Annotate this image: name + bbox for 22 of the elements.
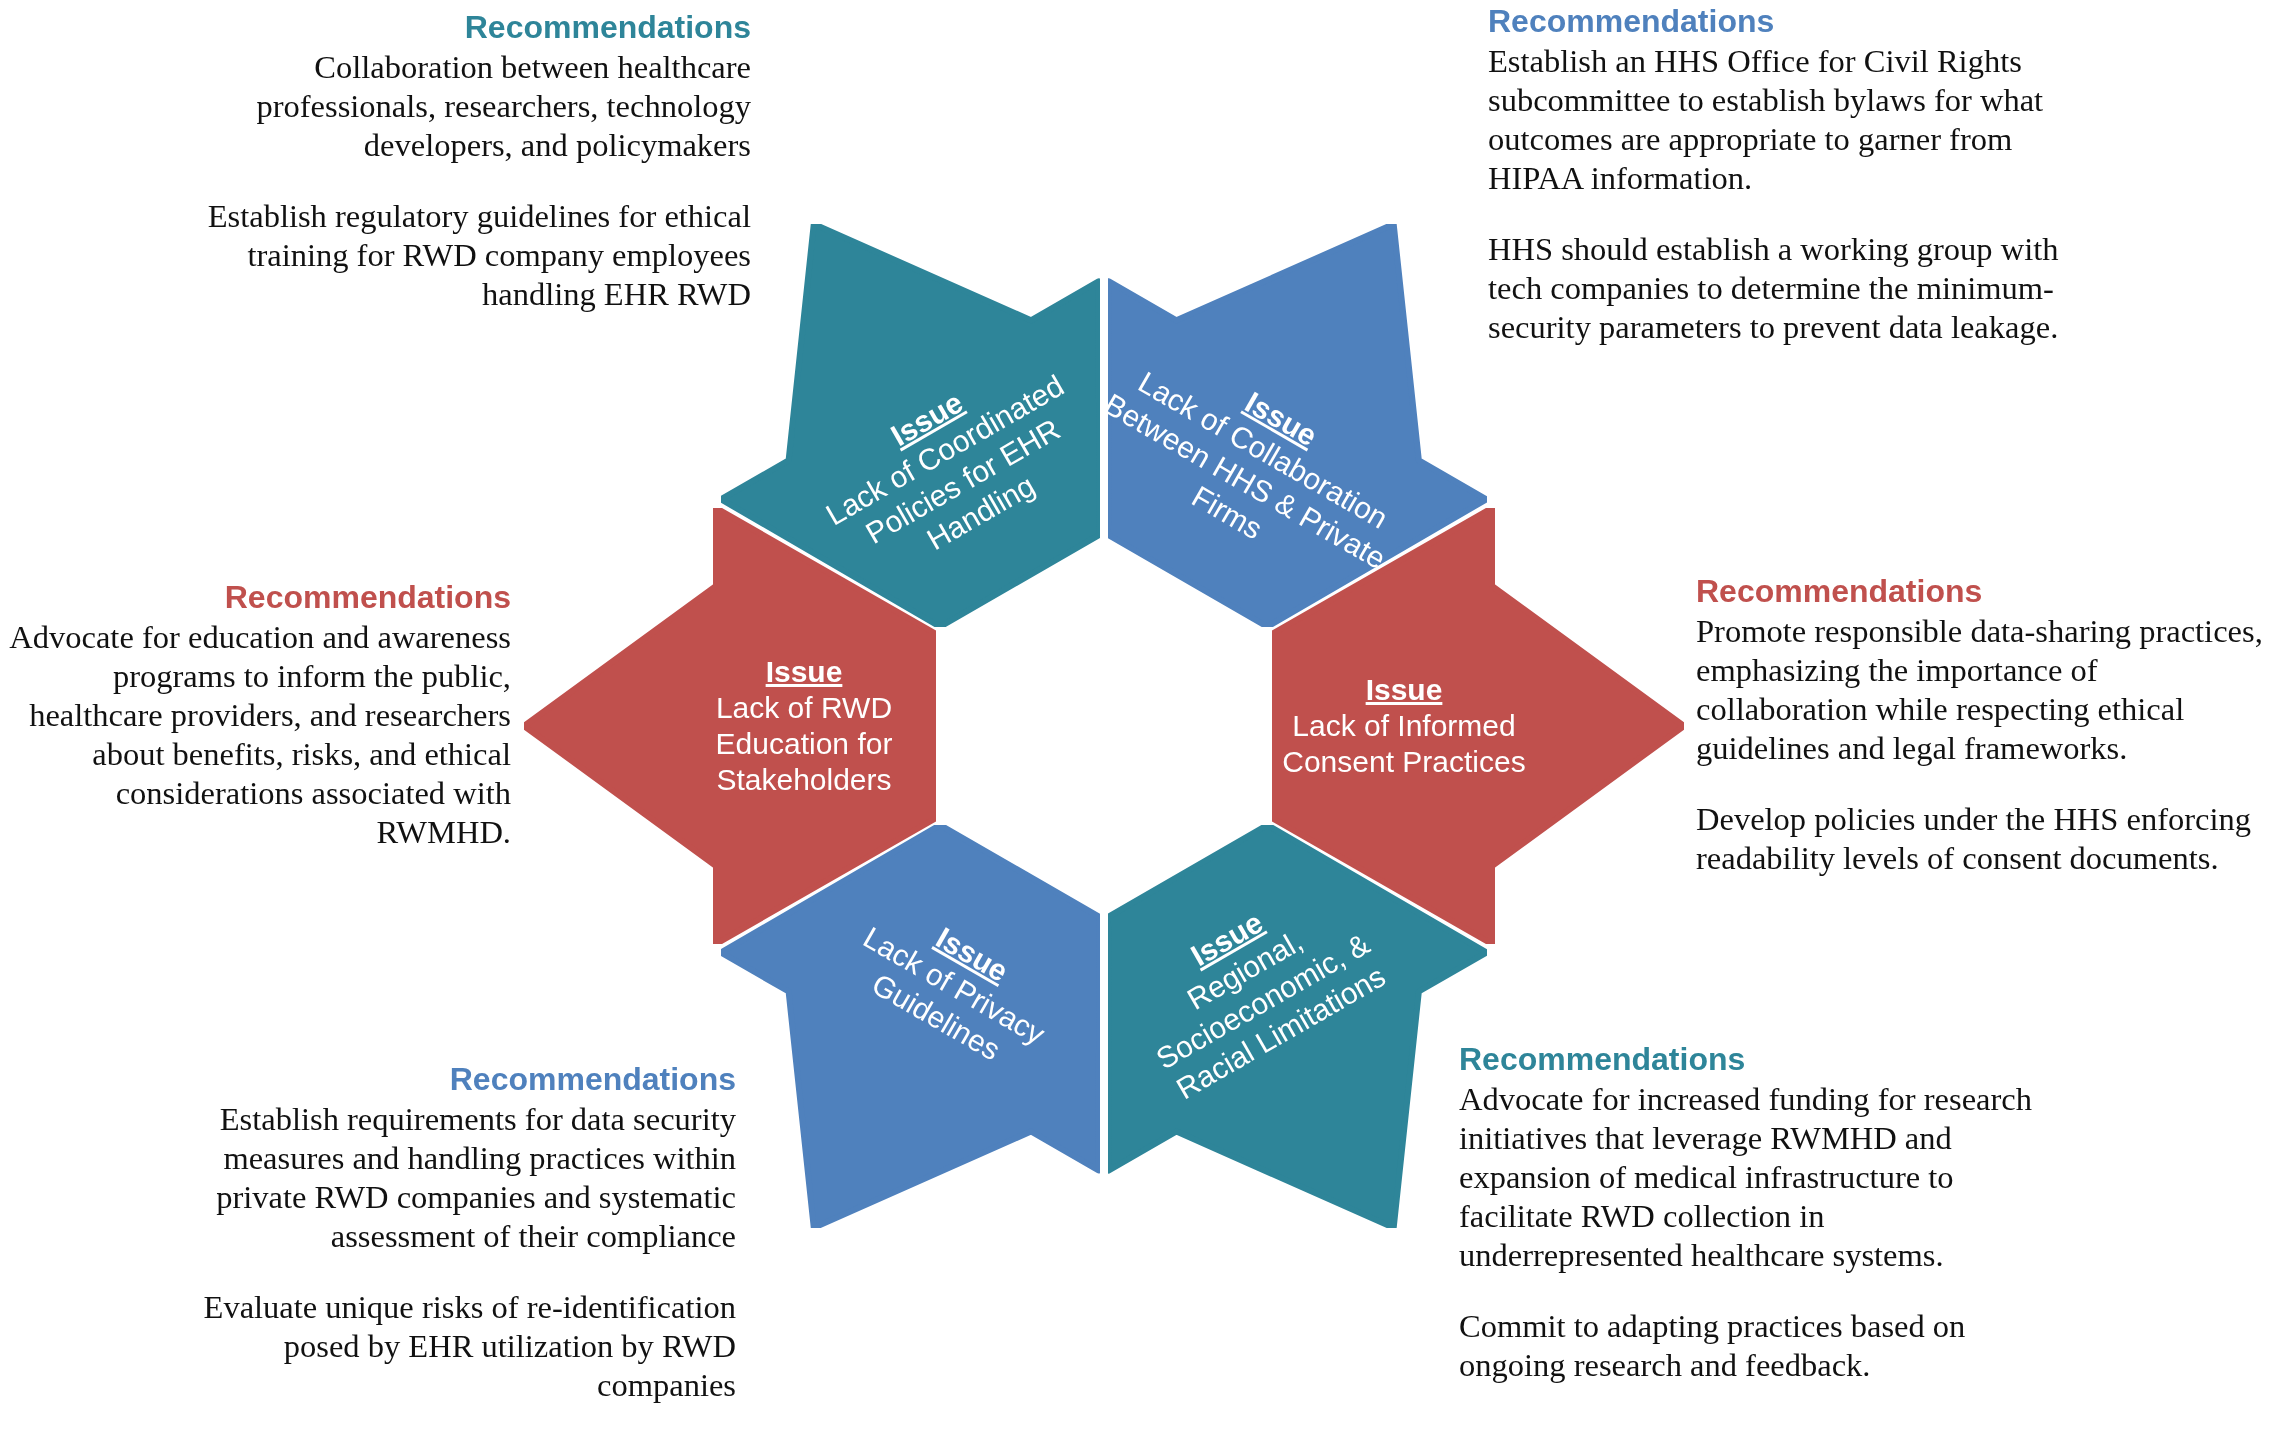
recommendation-text: Establish requirements for data security measures and handling practices within private RWD companies and systematic assessment of their compliance xyxy=(215,1100,736,1257)
recommendation-text: Evaluate unique risks of re-identification posed by EHR utilization by RWD companies xyxy=(202,1288,736,1406)
recommendations-heading: Recommendations xyxy=(1488,2,1775,41)
recommendations-heading: Recommendations xyxy=(464,8,751,47)
recommendations-heading: Recommendations xyxy=(449,1060,736,1099)
recommendations-heading: Recommendations xyxy=(1696,572,1983,611)
recommendation-text: Establish regulatory guidelines for ethical training for RWD company employees handling EHR RWD xyxy=(206,197,751,315)
issue-title: Lack of Informed Consent Practices xyxy=(1281,708,1527,780)
recommendation-text: Commit to adapting practices based on ongoing research and feedback. xyxy=(1459,1307,1967,1386)
recommendation-text: Advocate for education and awareness programs to inform the public, healthcare providers, and researchers about benefits, risks, and ethical considerations associated with RWMHD. xyxy=(8,618,511,853)
issue-shape xyxy=(1108,223,1487,627)
recommendation-text: Develop policies under the HHS enforcing readability levels of consent documents. xyxy=(1696,800,2253,879)
recommendation-text: HHS should establish a working group with tech companies to determine the minimum-security parameters to prevent data leakage. xyxy=(1488,230,2060,348)
issue-title: Lack of RWD Education for Stakeholders xyxy=(714,690,894,798)
recommendation-text: Establish an HHS Office for Civil Rights subcommittee to establish bylaws for what outcomes are appropriate to garner from HIPAA information. xyxy=(1488,42,2045,199)
recommendation-text: Collaboration between healthcare professionals, researchers, technology developers, and policymakers xyxy=(255,48,751,166)
issue-heading: Issue xyxy=(765,654,843,690)
recommendations-heading: Recommendations xyxy=(224,578,511,617)
recommendation-text: Advocate for increased funding for research initiatives that leverage RWMHD and expansion of medical infrastructure to facilitate RWD collection in underrepresented healthcare systems. xyxy=(1459,1080,2033,1276)
issue-heading: Issue xyxy=(1365,672,1443,708)
recommendation-text: Promote responsible data-sharing practices, emphasizing the importance of collaboration while respecting ethical guidelines and legal frameworks. xyxy=(1696,612,2264,769)
recommendations-heading: Recommendations xyxy=(1459,1040,1746,1079)
